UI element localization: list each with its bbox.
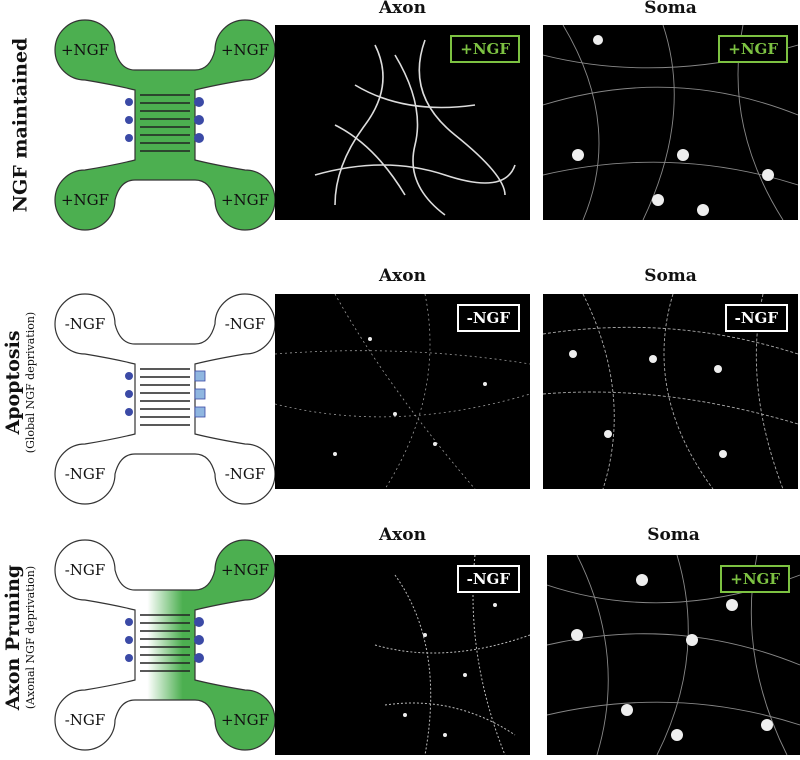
well-label: -NGF [65,711,106,729]
row-label: Apoptosis (Global NGF deprivation) [0,262,40,502]
soma-column-title: Soma [644,0,697,18]
ngf-badge: +NGF [720,565,790,593]
well-label: -NGF [65,561,106,579]
axon-column-title: Axon [378,0,427,18]
soma-column-title: Soma [647,525,700,545]
ngf-badge: +NGF [450,35,520,63]
row-label: Axon Pruning (Axonal NGF deprivation) [0,515,40,760]
microfluidic-device: -NGF -NGF -NGF -NGF [54,293,276,505]
axon-column-title: Axon [378,266,427,286]
row-ngf-maintained: NGF maintained +NGF +NGF +NGF +NGF Axon … [0,0,800,250]
well-label: -NGF [65,315,106,333]
well-label: +NGF [221,711,269,729]
well-label: +NGF [221,191,269,209]
row-title: NGF maintained [9,37,32,213]
axon-column-title: Axon [378,525,427,545]
axon-micrograph: +NGF [275,25,530,220]
soma-micrograph: +NGF [543,25,798,220]
axon-micrograph: -NGF [275,555,530,755]
ngf-badge: +NGF [718,35,788,63]
soma-column-title: Soma [644,266,697,286]
row-label: NGF maintained [0,0,40,250]
microfluidic-device: -NGF +NGF -NGF +NGF [54,539,276,751]
soma-micrograph: -NGF [543,294,798,489]
soma-micrograph: +NGF [547,555,800,755]
well-label: +NGF [221,41,269,59]
row-apoptosis: Apoptosis (Global NGF deprivation) -NGF … [0,262,800,505]
ngf-badge: -NGF [724,304,788,332]
well-label: +NGF [61,191,109,209]
well-label: +NGF [61,41,109,59]
row-subtitle: (Axonal NGF deprivation) [24,565,38,710]
axon-micrograph: -NGF [275,294,530,489]
row-title: Axon Pruning [2,564,25,711]
ngf-badge: -NGF [456,565,520,593]
well-label: -NGF [65,465,106,483]
row-axon-pruning: Axon Pruning (Axonal NGF deprivation) -N… [0,515,800,760]
row-subtitle: (Global NGF deprivation) [24,311,38,453]
ngf-badge: -NGF [456,304,520,332]
well-label: +NGF [221,561,269,579]
well-label: -NGF [225,465,266,483]
row-title: Apoptosis [2,329,25,435]
microfluidic-device: +NGF +NGF +NGF +NGF [54,19,276,231]
well-label: -NGF [225,315,266,333]
